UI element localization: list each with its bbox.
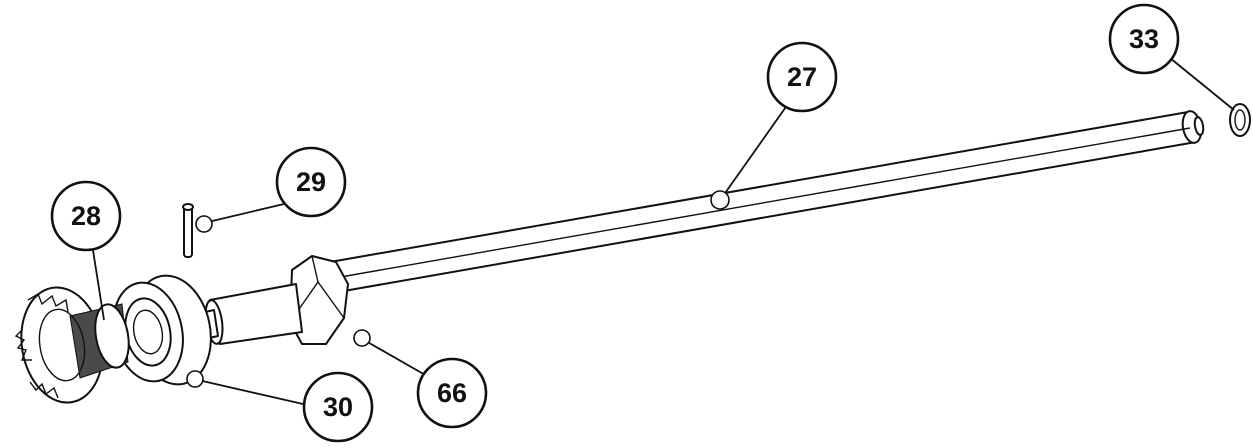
shaft-part: [329, 110, 1205, 293]
callout-label-33: 33: [1129, 24, 1159, 54]
callout-label-29: 29: [296, 167, 326, 197]
leader-66: [363, 339, 435, 381]
leader-lines: [91, 57, 1235, 405]
callout-66: 66: [416, 357, 488, 429]
leader-28: [91, 243, 105, 321]
dot-27: [710, 190, 730, 210]
callout-33: 33: [1108, 3, 1180, 75]
callout-29: 29: [275, 146, 347, 218]
leader-27: [722, 103, 789, 197]
dot-66: [353, 329, 371, 347]
leader-33: [1169, 57, 1235, 111]
reference-dots: [186, 190, 730, 388]
callout-27: 27: [766, 41, 838, 113]
dot-30: [186, 370, 204, 388]
callout-label-28: 28: [71, 201, 101, 231]
key-pin-part: [182, 203, 194, 258]
callout-label-30: 30: [323, 392, 353, 422]
leader-29: [207, 203, 285, 223]
bearing-part: [112, 274, 212, 386]
retaining-ring-part: [1229, 103, 1251, 137]
dot-29: [195, 215, 213, 233]
callout-label-27: 27: [787, 62, 817, 92]
bevel-gear-part: [14, 286, 130, 404]
callout-label-66: 66: [437, 378, 467, 408]
callout-30: 30: [302, 371, 374, 443]
callout-28: 28: [50, 180, 122, 252]
leader-30: [197, 379, 304, 405]
